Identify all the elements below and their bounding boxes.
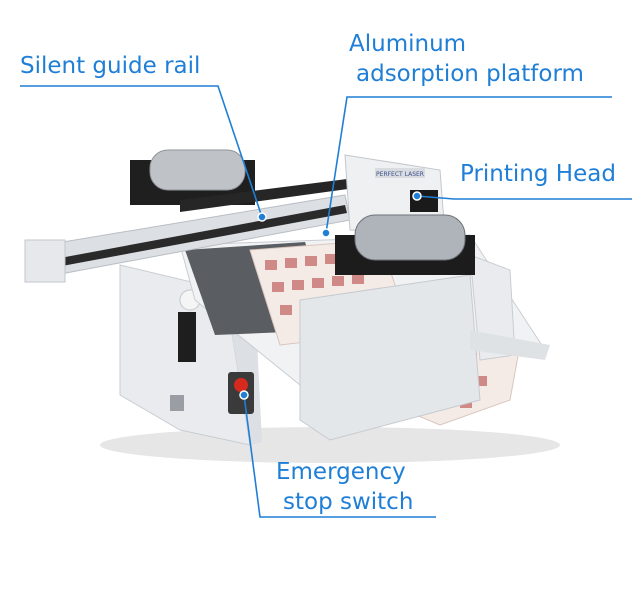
callout-platform-line2: adsorption platform	[356, 61, 584, 87]
callout-dot-platform	[321, 228, 331, 238]
cable-chain	[180, 178, 355, 212]
callout-dots	[239, 191, 422, 400]
emergency-stop-button	[234, 378, 248, 392]
back-roller	[149, 149, 246, 191]
callout-platform-line1: Aluminum	[349, 31, 467, 57]
front-roller	[354, 214, 466, 261]
callout-dot-rail	[257, 212, 267, 222]
callout-print-head: Printing Head	[460, 161, 616, 187]
output-tray	[470, 330, 550, 360]
carriage-badge	[375, 168, 425, 178]
rail-strip	[60, 205, 347, 266]
cabinet-vents	[170, 395, 184, 411]
callout-line-head	[416, 195, 632, 200]
callout-dot-stop	[239, 390, 249, 400]
left-rail-end	[24, 239, 66, 283]
callout-dot-head	[412, 191, 422, 201]
callout-stop-line2: stop switch	[283, 489, 414, 515]
callout-guide-rail: Silent guide rail	[20, 53, 201, 79]
callout-line-rail	[20, 85, 263, 218]
callout-line-platform	[325, 96, 612, 234]
right-unit	[299, 274, 481, 441]
callout-stop-line1: Emergency	[276, 459, 406, 485]
control-panel	[178, 312, 196, 362]
callout-line-stop	[243, 394, 436, 518]
machine-badge: PERFECT LASER	[376, 171, 424, 178]
callout-lines	[20, 85, 632, 518]
